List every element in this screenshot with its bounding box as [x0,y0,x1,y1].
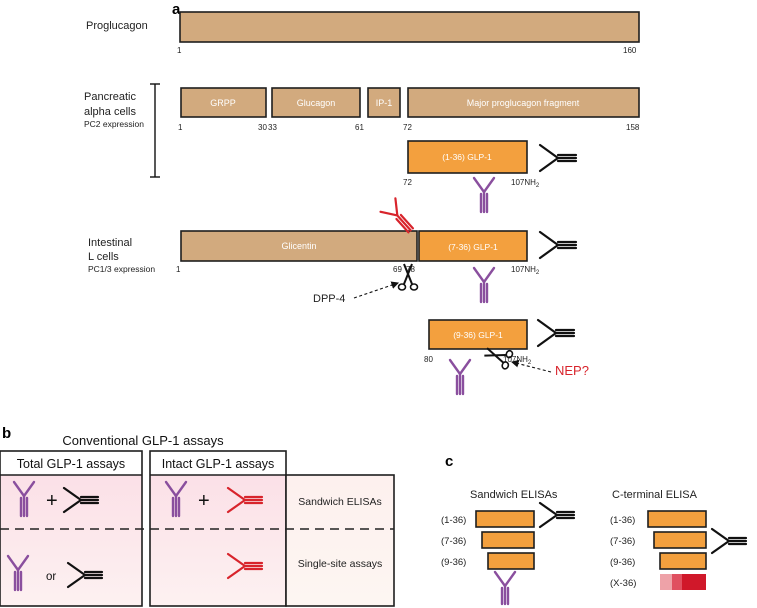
c-terminal-antibody-icon [536,318,576,348]
pancreatic-label-2: alpha cells [84,106,136,118]
intact-assays-header: Intact GLP-1 assays [162,457,275,471]
sandwich-item-1-36: (1-36) [441,515,466,526]
n-terminal-antibody-icon [448,358,472,396]
dpp4-label: DPP-4 [313,293,345,305]
intestinal-num-69: 69 [393,265,402,274]
n-terminal-antibody-icon [472,266,496,304]
sandwich-peptide-9-36 [487,552,535,570]
n-terminal-antibody-icon [164,480,188,518]
n-terminal-antibody-icon [472,176,496,214]
sandwich-item-7-36: (7-36) [441,536,466,547]
single-site-label: Single-site assays [298,558,383,570]
pc2-expression: PC2 expression [84,119,144,129]
total-or: or [46,571,56,583]
intestinal-label-1: Intestinal [88,237,132,249]
glp1-7-36-end: 107NH2 [511,265,540,276]
c-terminal-antibody-icon [538,230,578,260]
pc13-expression: PC1/3 expression [88,264,155,274]
major-fragment-label: Major proglucagon fragment [467,98,580,108]
cterm-peptide-7-36 [653,531,707,549]
proglucagon-bar [179,11,640,43]
intact-plus: + [198,490,210,512]
sandwich-elisa-label: Sandwich ELISAs [298,496,381,508]
glp1-9-36-start: 80 [424,355,433,364]
glp1-7-36-box [418,230,528,262]
glicentin-label: Glicentin [281,241,316,251]
glp1-9-36-box [428,319,528,350]
proglucagon-end: 160 [623,46,637,55]
c-terminal-antibody-icon [538,143,578,173]
n-terminal-antibody-icon [12,480,36,518]
glp1-9-36-label: (9-36) GLP-1 [453,330,503,340]
major-fragment-segment [407,87,640,118]
grpp-label: GRPP [210,98,236,108]
cterm-item-1-36: (1-36) [610,515,635,526]
intact-assay-bg [150,475,286,606]
cterm-peptide-9-36 [659,552,707,570]
total-header-bg [1,452,141,475]
panel-b-label: b [2,425,11,442]
pancreatic-num-30: 30 [258,123,267,132]
c-terminal-elisa-title: C-terminal ELISA [612,489,698,501]
nep-scissors-icon [484,347,514,370]
assay-type-box [285,474,395,607]
ip1-segment [367,87,401,118]
c-terminal-antibody-icon [538,501,576,529]
sandwich-elisas-title: Sandwich ELISAs [470,489,558,501]
intact-header-bg [151,452,285,475]
nep-label: NEP? [555,363,589,378]
total-assays-header: Total GLP-1 assays [17,457,125,471]
intact-antibody-icon [226,486,264,514]
pancreatic-num-158: 158 [626,123,640,132]
glp1-7-36-label: (7-36) GLP-1 [448,242,498,252]
n-terminal-antibody-icon [6,554,30,592]
glp1-1-36-end: 107NH2 [511,178,540,189]
pancreatic-num-33: 33 [268,123,277,132]
glucagon-segment [271,87,361,118]
n-terminal-antibody-icon [493,570,517,606]
glicentin-segment [180,230,418,262]
intestinal-num-1: 1 [176,265,181,274]
ip1-label: IP-1 [376,98,393,108]
nep-arrow [510,359,552,373]
cterm-peptide-x-36 [660,574,706,590]
glp1-1-36-box [407,140,528,174]
glp1-9-36-end: 107NH2 [503,355,532,366]
cterm-item-9-36: (9-36) [610,557,635,568]
cterm-item-7-36: (7-36) [610,536,635,547]
c-terminal-antibody-icon [710,527,748,555]
glp1-1-36-label: (1-36) GLP-1 [442,152,492,162]
intestinal-label-2: L cells [88,251,119,263]
intact-antibody-icon [379,197,415,234]
sandwich-item-9-36: (9-36) [441,557,466,568]
proglucagon-label: Proglucagon [86,20,148,32]
c-terminal-antibody-icon [66,561,104,589]
panel-c-label: c [445,453,453,470]
grpp-segment [180,87,267,118]
panel-a-label: a [172,1,181,18]
sandwich-peptide-7-36 [481,531,535,549]
c-terminal-antibody-icon [62,486,100,514]
pancreatic-num-61: 61 [355,123,364,132]
dpp4-arrow [353,281,400,299]
intact-antibody-icon [226,552,264,580]
cterm-peptide-1-36 [647,510,707,528]
pancreatic-num-72: 72 [403,123,412,132]
conventional-assays-title: Conventional GLP-1 assays [62,433,224,448]
proglucagon-start: 1 [177,46,182,55]
total-plus: + [46,490,58,512]
glp1-1-36-start: 72 [403,178,412,187]
glucagon-label: Glucagon [297,98,336,108]
pancreatic-label-1: Pancreatic [84,91,136,103]
pancreatic-num-1: 1 [178,123,183,132]
sandwich-peptide-1-36 [475,510,535,528]
cterm-item-x-36: (X-36) [610,578,636,589]
